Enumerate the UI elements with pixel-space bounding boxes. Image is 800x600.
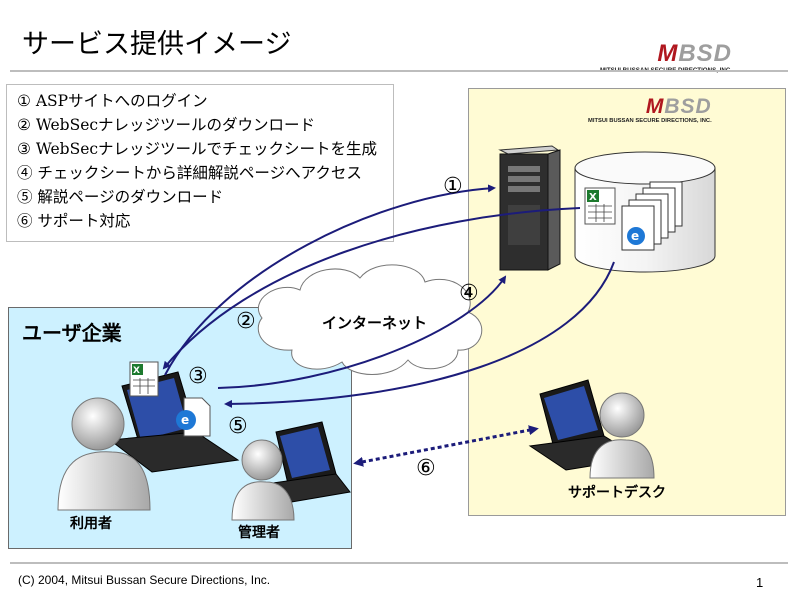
admin-laptop-icon [265, 421, 351, 505]
mbsd-logo-inner: MBSD MITSUI BUSSAN SECURE DIRECTIONS, IN… [588, 95, 712, 124]
svg-text:e: e [181, 413, 189, 427]
flow-arrows [162, 184, 615, 467]
internet-label: インターネット [322, 314, 428, 332]
user-label: 利用者 [70, 516, 112, 532]
step-item: ④ チェックシートから詳細解説ページへアクセス [17, 164, 362, 182]
arrow-login [164, 184, 496, 376]
svg-text:e: e [631, 229, 639, 243]
title-divider [10, 70, 788, 72]
admin-label: 管理者 [238, 525, 280, 541]
marker-3: ③ [188, 364, 208, 389]
marker-2: ② [236, 309, 256, 334]
arrow-access-detail [217, 275, 507, 389]
step-item: ① ASPサイトへのログイン [17, 92, 208, 110]
support-desk-label: サポートデスク [568, 485, 666, 501]
support-person-icon [589, 392, 655, 479]
excel-file-icon: X [584, 187, 616, 225]
user-person-icon [57, 397, 151, 511]
server-icon [498, 145, 561, 271]
arrow-download-tool [162, 207, 581, 370]
step-markers: ① ② ③ ④ ⑤ ⑥ [188, 174, 479, 481]
documents-stack-icon: e [621, 181, 683, 251]
marker-1: ① [443, 174, 463, 199]
arrow-download-page [224, 261, 615, 408]
step-item: ⑤ 解説ページのダウンロード [17, 188, 224, 206]
arrow-support [353, 425, 539, 467]
marker-4: ④ [459, 281, 479, 306]
step-item: ③ WebSecナレッジツールでチェックシートを生成 [17, 140, 378, 158]
copyright: (C) 2004, Mitsui Bussan Secure Direction… [18, 573, 271, 587]
marker-6: ⑥ [416, 456, 436, 481]
svg-text:X: X [589, 192, 597, 203]
web-document-icon: e [176, 397, 211, 437]
steps-legend: ① ASPサイトへのログイン ② WebSecナレッジツールのダウンロード ③ … [6, 84, 394, 242]
excel-file-icon: X [129, 361, 159, 397]
marker-5: ⑤ [228, 414, 248, 439]
user-company-title: ユーザ企業 [22, 321, 122, 345]
page-title: サービス提供イメージ [22, 29, 292, 60]
step-item: ② WebSecナレッジツールのダウンロード [17, 116, 316, 134]
footer-divider [10, 562, 788, 564]
admin-person-icon [231, 439, 295, 521]
step-item: ⑥ サポート対応 [17, 212, 131, 230]
page-number: 1 [756, 575, 764, 590]
internet-cloud [257, 264, 483, 375]
svg-text:X: X [133, 366, 140, 376]
